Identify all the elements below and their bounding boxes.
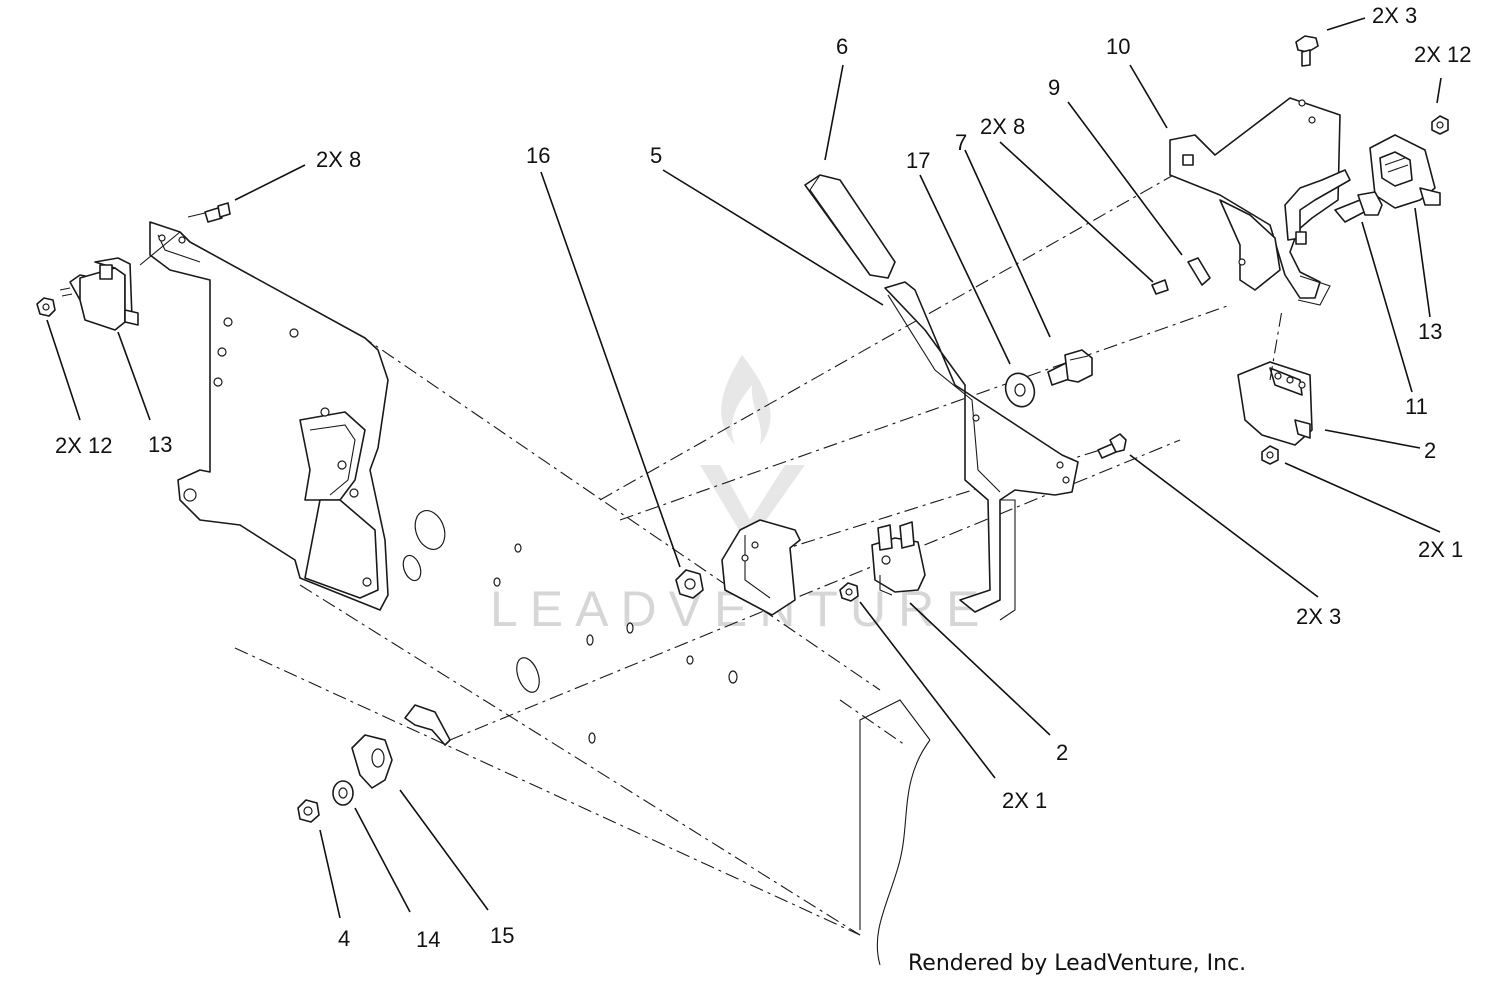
- screw-center-icon: [1097, 433, 1127, 459]
- callout-4: 4: [338, 926, 350, 951]
- watermark-logo-icon: [700, 355, 805, 540]
- callout-10: 10: [1106, 34, 1130, 59]
- callout-5: 5: [650, 143, 662, 168]
- callout-16: 16: [526, 143, 550, 168]
- callout-6: 6: [836, 34, 848, 59]
- callout-15: 15: [490, 923, 514, 948]
- callout-2x1-right: 2X 1: [1418, 537, 1463, 562]
- callout-2x12-right: 2X 12: [1414, 42, 1472, 67]
- screw-top-icon: [1295, 35, 1319, 67]
- nut-left-icon: [36, 297, 56, 317]
- right-bracket-10-icon: [1169, 97, 1351, 306]
- washer-17-icon: [1004, 372, 1036, 408]
- callout-13-right: 13: [1418, 319, 1442, 344]
- nut-right-icon: [1431, 115, 1449, 135]
- bolt-7-icon: [1047, 349, 1093, 386]
- bolt-11-icon: [1334, 191, 1383, 223]
- callout-2x1-mid: 2X 1: [1002, 788, 1047, 813]
- callout-2x12-left: 2X 12: [55, 433, 113, 458]
- lever-grip-icon: [804, 174, 896, 279]
- control-lever-icon: [884, 281, 1079, 621]
- switch-lower-right-icon: [1237, 361, 1313, 446]
- nut-center-icon: [839, 582, 859, 602]
- callout-14: 14: [416, 927, 440, 952]
- clamp-icon: [404, 704, 451, 746]
- render-credit: Rendered by LeadVenture, Inc.: [908, 951, 1246, 976]
- callout-2-right: 2: [1424, 438, 1436, 463]
- callout-2x8-left: 2X 8: [316, 147, 361, 172]
- callout-13-left: 13: [148, 432, 172, 457]
- callout-2-mid: 2: [1056, 740, 1068, 765]
- cable-clip-15-icon: [351, 734, 393, 789]
- screw-left-icon: [139, 202, 231, 266]
- pin-9-icon: [1151, 257, 1211, 295]
- switch-left-icon: [59, 257, 139, 331]
- clip-bracket-16-icon: [721, 519, 801, 616]
- callout-9: 9: [1048, 75, 1060, 100]
- callout-7: 7: [955, 130, 967, 155]
- base-plate-outline: [234, 159, 1231, 966]
- nut-16-icon: [675, 569, 704, 599]
- switch-right-icon: [1369, 134, 1441, 209]
- switch-center-icon: [871, 521, 926, 596]
- leader-lines: [46, 17, 1442, 919]
- callout-2x3-top: 2X 3: [1372, 3, 1417, 28]
- washer-14-icon: [332, 780, 354, 806]
- callout-11: 11: [1405, 394, 1428, 419]
- left-mounting-plate: [149, 221, 389, 611]
- nut-lower-right-icon: [1261, 445, 1279, 465]
- callout-17: 17: [906, 148, 930, 173]
- callout-2x8-mid: 2X 8: [980, 114, 1025, 139]
- callout-2x3-mid: 2X 3: [1296, 604, 1341, 629]
- nut-4-icon: [297, 799, 320, 823]
- callout-labels: 2X 3 2X 12 10 6 9 2X 8 7 17 16 5 2X 8 13…: [55, 3, 1472, 952]
